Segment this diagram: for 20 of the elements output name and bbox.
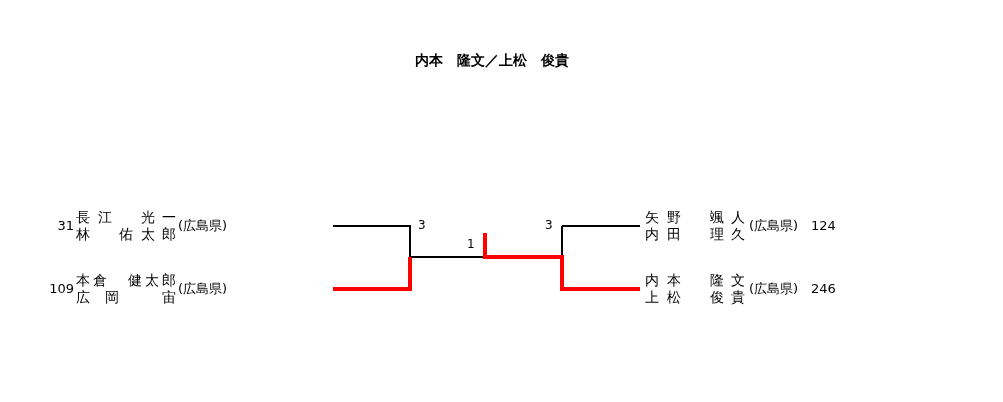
player-name: 上松 俊貴 — [645, 289, 745, 306]
seed-number: 124 — [811, 217, 836, 234]
affiliation: (広島県) — [178, 280, 228, 297]
seed-number: 31 — [56, 217, 74, 234]
player-name: 本倉 健太郎 — [76, 272, 176, 289]
player-name: 内田 理久 — [645, 226, 745, 243]
title: 内本 隆文／上松 俊貴 — [413, 52, 570, 69]
player-name: 長江 光一 — [76, 209, 176, 226]
seed-number: 246 — [811, 280, 836, 297]
seed-number: 109 — [48, 280, 74, 297]
score-label: 3 — [418, 217, 426, 234]
score-label: 3 — [545, 217, 553, 234]
player-name: 矢野 颯人 — [645, 209, 745, 226]
affiliation: (広島県) — [749, 217, 799, 234]
affiliation: (広島県) — [749, 280, 799, 297]
player-name: 内本 隆文 — [645, 272, 745, 289]
player-name: 林 佑太郎 — [76, 226, 176, 243]
score-label: 1 — [467, 236, 475, 253]
affiliation: (広島県) — [178, 217, 228, 234]
player-name: 広岡 宙 — [76, 289, 176, 306]
